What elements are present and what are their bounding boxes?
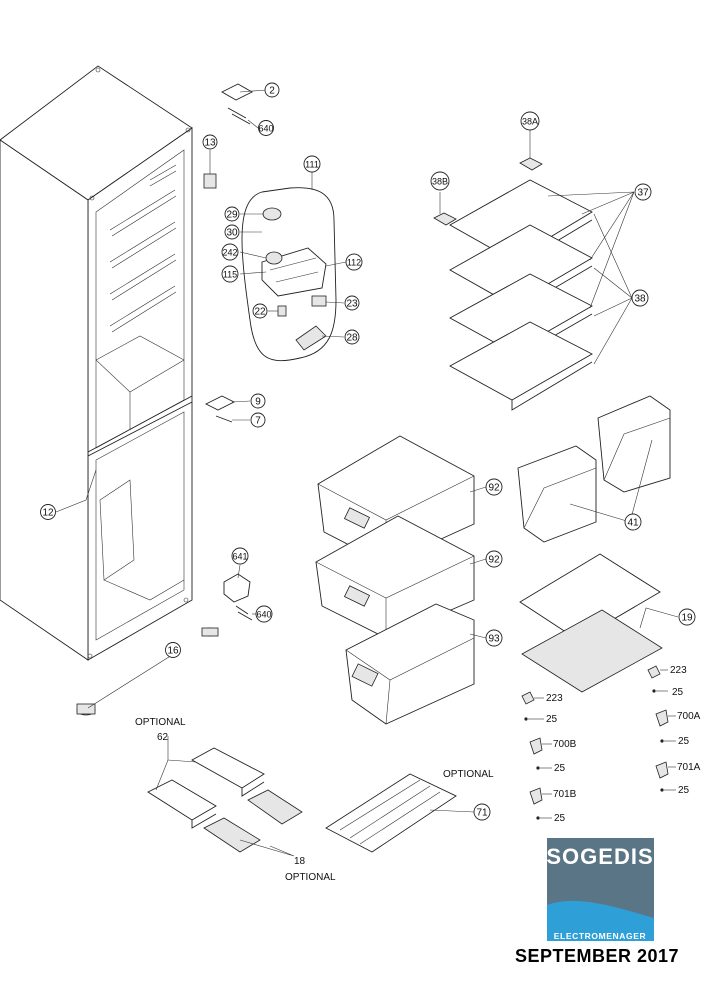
label-701A: 701A [677, 762, 701, 773]
label-25-right-3: 25 [678, 785, 690, 796]
svg-text:13: 13 [204, 138, 216, 149]
callout-242: 242 [221, 243, 239, 261]
svg-text:28: 28 [346, 333, 358, 344]
callout-29: 29 [224, 206, 240, 222]
callout-22: 22 [252, 303, 268, 319]
label-700B: 700B [553, 739, 577, 750]
callout-71: 71 [473, 803, 491, 821]
svg-text:38B: 38B [432, 177, 448, 187]
svg-text:92: 92 [488, 483, 500, 494]
thermostat-group [241, 187, 337, 362]
optional-label-trays: OPTIONAL [135, 717, 186, 728]
svg-text:640: 640 [256, 610, 271, 620]
svg-text:30: 30 [226, 228, 238, 239]
callout-12: 12 [40, 504, 56, 520]
label-25-right-2: 25 [678, 736, 690, 747]
logo-subtitle: ELECTROMENAGER [554, 931, 646, 941]
label-25-left-1: 25 [546, 714, 558, 725]
callout-16: 16 [165, 642, 181, 658]
svg-text:38: 38 [634, 294, 646, 305]
svg-text:41: 41 [627, 518, 639, 529]
svg-text:112: 112 [347, 258, 361, 268]
optional-label-rack: OPTIONAL [443, 769, 494, 780]
hinge-top [221, 83, 253, 125]
callout-41: 41 [624, 513, 642, 531]
callout-7: 7 [250, 412, 266, 428]
callout-23: 23 [344, 295, 360, 311]
callout-92-lower: 92 [485, 550, 503, 568]
hinge-bottom [223, 573, 253, 621]
label-701B: 701B [553, 789, 577, 800]
glass-shelves [433, 157, 593, 411]
svg-text:19: 19 [681, 613, 693, 624]
callout-112: 112 [345, 253, 363, 271]
switch-13 [203, 173, 217, 189]
callout-38: 38 [631, 289, 649, 307]
callout-13: 13 [202, 134, 218, 150]
optional-label-egg: OPTIONAL [285, 872, 336, 883]
callout-111: 111 [303, 155, 321, 173]
callout-115: 115 [221, 265, 239, 283]
svg-text:93: 93 [488, 634, 500, 645]
fridge-cabinet [0, 65, 193, 661]
svg-text:2: 2 [269, 86, 275, 97]
small-spare-parts [521, 665, 669, 820]
callout-38B: 38B [430, 171, 450, 191]
sogedis-logo: SOGEDIS ELECTROMENAGER [546, 838, 654, 941]
callout-640-top: 640 [258, 120, 274, 136]
callout-93: 93 [485, 629, 503, 647]
ice-trays [147, 747, 303, 853]
label-700A: 700A [677, 711, 701, 722]
adjustable-feet [76, 627, 219, 716]
label-223-left: 223 [546, 693, 563, 704]
svg-text:9: 9 [255, 397, 261, 408]
label-25-right-1: 25 [672, 687, 684, 698]
callout-641: 641 [231, 547, 249, 565]
callout-28: 28 [344, 329, 360, 345]
svg-text:12: 12 [42, 508, 54, 519]
tray-number-62: 62 [157, 732, 169, 743]
label-25-left-2: 25 [554, 763, 566, 774]
callout-30: 30 [224, 224, 240, 240]
svg-text:23: 23 [346, 299, 358, 310]
label-223-right: 223 [670, 665, 687, 676]
svg-text:641: 641 [232, 552, 247, 562]
hinge-middle [204, 395, 236, 423]
svg-text:37: 37 [637, 188, 649, 199]
svg-text:242: 242 [222, 248, 237, 258]
callout-9: 9 [250, 393, 266, 409]
door-bins [517, 395, 671, 543]
callout-19: 19 [678, 608, 696, 626]
svg-text:115: 115 [223, 270, 237, 280]
callout-37: 37 [634, 183, 652, 201]
label-25-left-3: 25 [554, 813, 566, 824]
svg-text:29: 29 [226, 210, 238, 221]
svg-text:92: 92 [488, 555, 500, 566]
svg-text:38A: 38A [522, 117, 538, 127]
callout-38A: 38A [520, 111, 540, 131]
svg-text:640: 640 [258, 124, 273, 134]
svg-text:111: 111 [305, 160, 319, 170]
small-part-labels: 223 25 700A 25 223 25 700B 25 701A 25 70… [528, 665, 701, 824]
bottle-rack [325, 773, 457, 853]
callout-92-upper: 92 [485, 478, 503, 496]
leader-lines [55, 89, 679, 857]
svg-text:16: 16 [167, 646, 179, 657]
callout-640-bottom: 640 [255, 605, 273, 623]
svg-text:22: 22 [254, 307, 266, 318]
logo-name: SOGEDIS [546, 844, 653, 869]
crisper-glass [519, 553, 663, 693]
document-date: SEPTEMBER 2017 [515, 946, 679, 966]
svg-text:7: 7 [255, 416, 261, 427]
egg-number-18: 18 [294, 856, 306, 867]
callout-2: 2 [264, 82, 280, 98]
drawers [315, 435, 475, 725]
svg-text:71: 71 [476, 808, 488, 819]
